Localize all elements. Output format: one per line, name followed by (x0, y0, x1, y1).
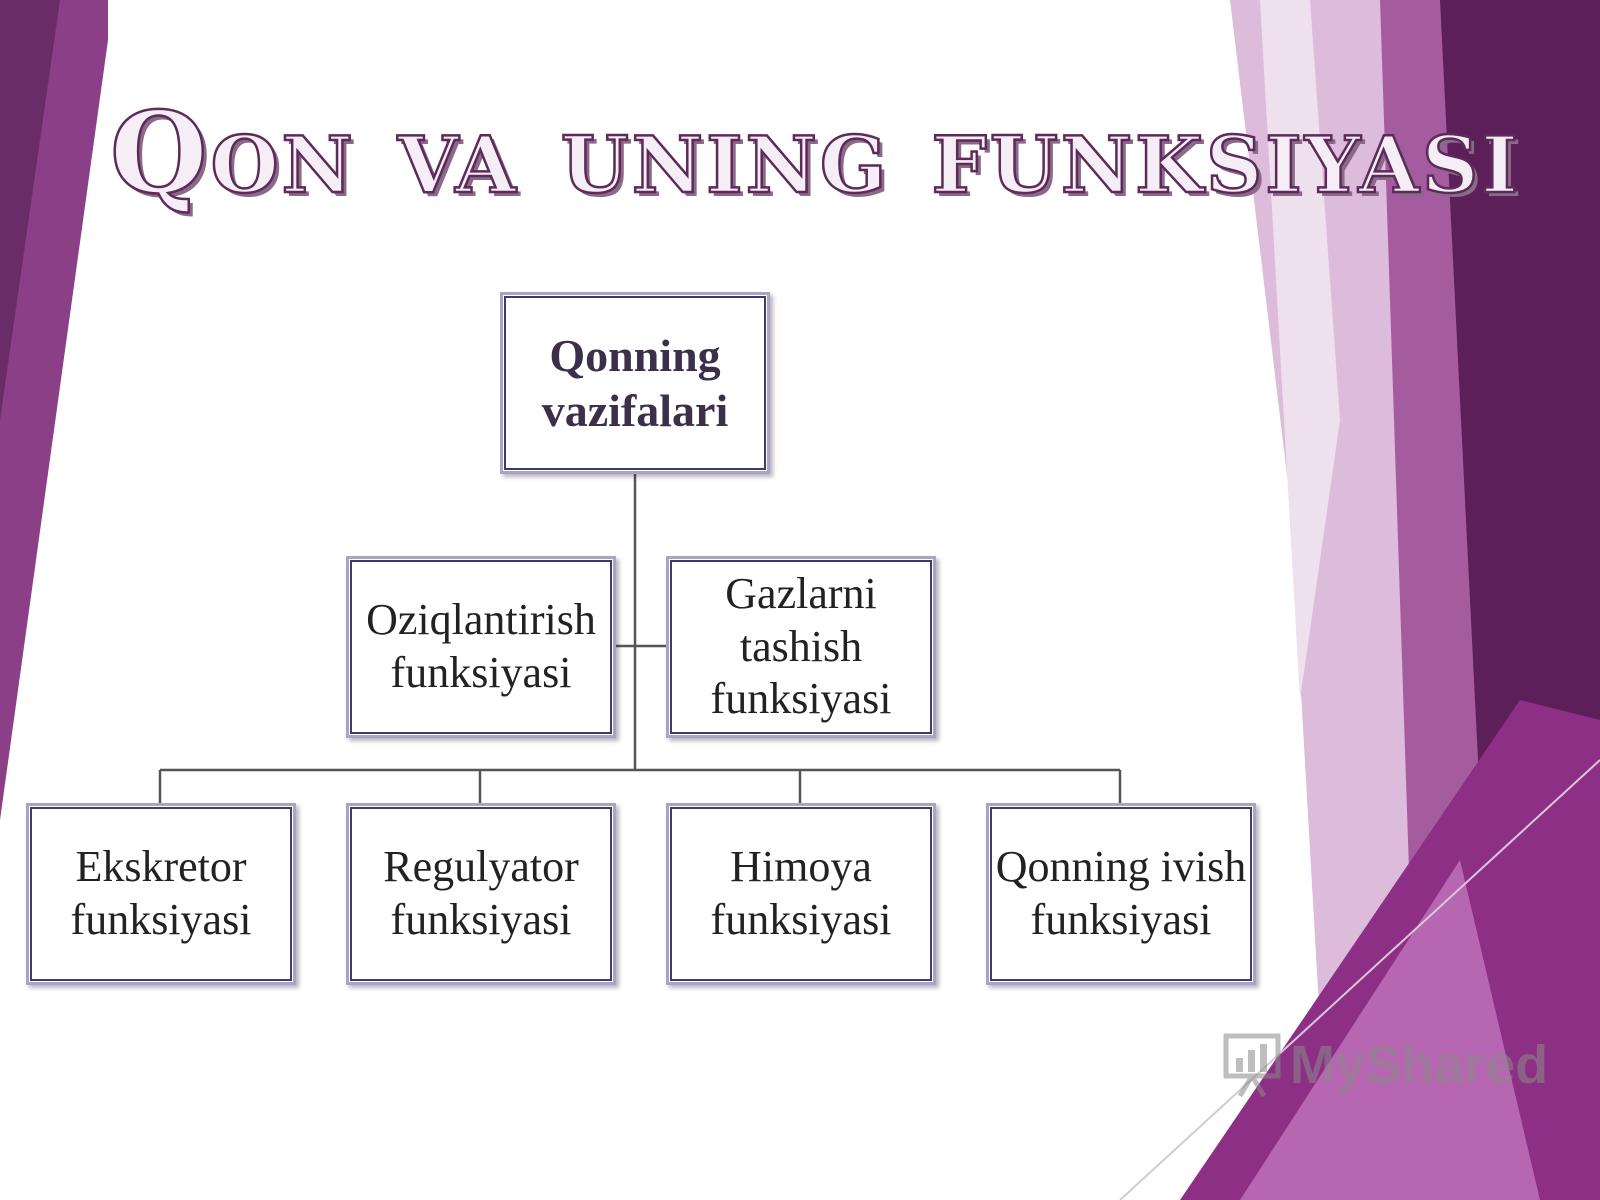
node-gazlarni-tashish: Gazlarni tashish funksiyasi (666, 556, 936, 738)
node-oziqlantirish: Oziqlantirish funksiyasi (346, 556, 616, 738)
node-himoya: Himoya funksiyasi (666, 803, 936, 985)
node-gazlarni-tashish-line2: funksiyasi (710, 674, 892, 724)
root-node-line2: vazifalari (541, 385, 729, 436)
bottom-right-triangle-light (1240, 860, 1540, 1200)
node-qonning-ivish-line1: Qonning ivish (995, 842, 1247, 892)
node-oziqlantirish-line1: Oziqlantirish (366, 595, 596, 645)
node-himoya-line2: funksiyasi (710, 895, 892, 944)
node-qonning-ivish: Qonning ivish funksiyasi (986, 803, 1256, 985)
node-qonning-ivish-line2: funksiyasi (1030, 895, 1212, 944)
right-decor-accent (1260, 0, 1340, 700)
watermark-text: MyShared (1290, 1035, 1549, 1095)
node-regulyator-line1: Regulyator (383, 842, 579, 892)
presentation-chart-icon (1223, 1033, 1281, 1098)
root-node: Qonning vazifalari (500, 292, 770, 474)
node-regulyator-line2: funksiyasi (390, 895, 572, 944)
node-regulyator: Regulyator funksiyasi (346, 803, 616, 985)
node-oziqlantirish-line2: funksiyasi (390, 648, 572, 697)
left-decor-shade (0, 0, 60, 420)
node-himoya-line1: Himoya (730, 842, 872, 892)
node-ekskretor-line2: funksiyasi (70, 895, 252, 944)
decor-diagonal-line (1119, 759, 1600, 1200)
root-node-line1: Qonning (549, 329, 721, 381)
node-ekskretor: Ekskretor funksiyasi (26, 803, 296, 985)
watermark: MyShared (1222, 1030, 1548, 1100)
node-gazlarni-tashish-line1: Gazlarni tashish (725, 568, 877, 671)
node-ekskretor-line1: Ekskretor (75, 842, 247, 892)
